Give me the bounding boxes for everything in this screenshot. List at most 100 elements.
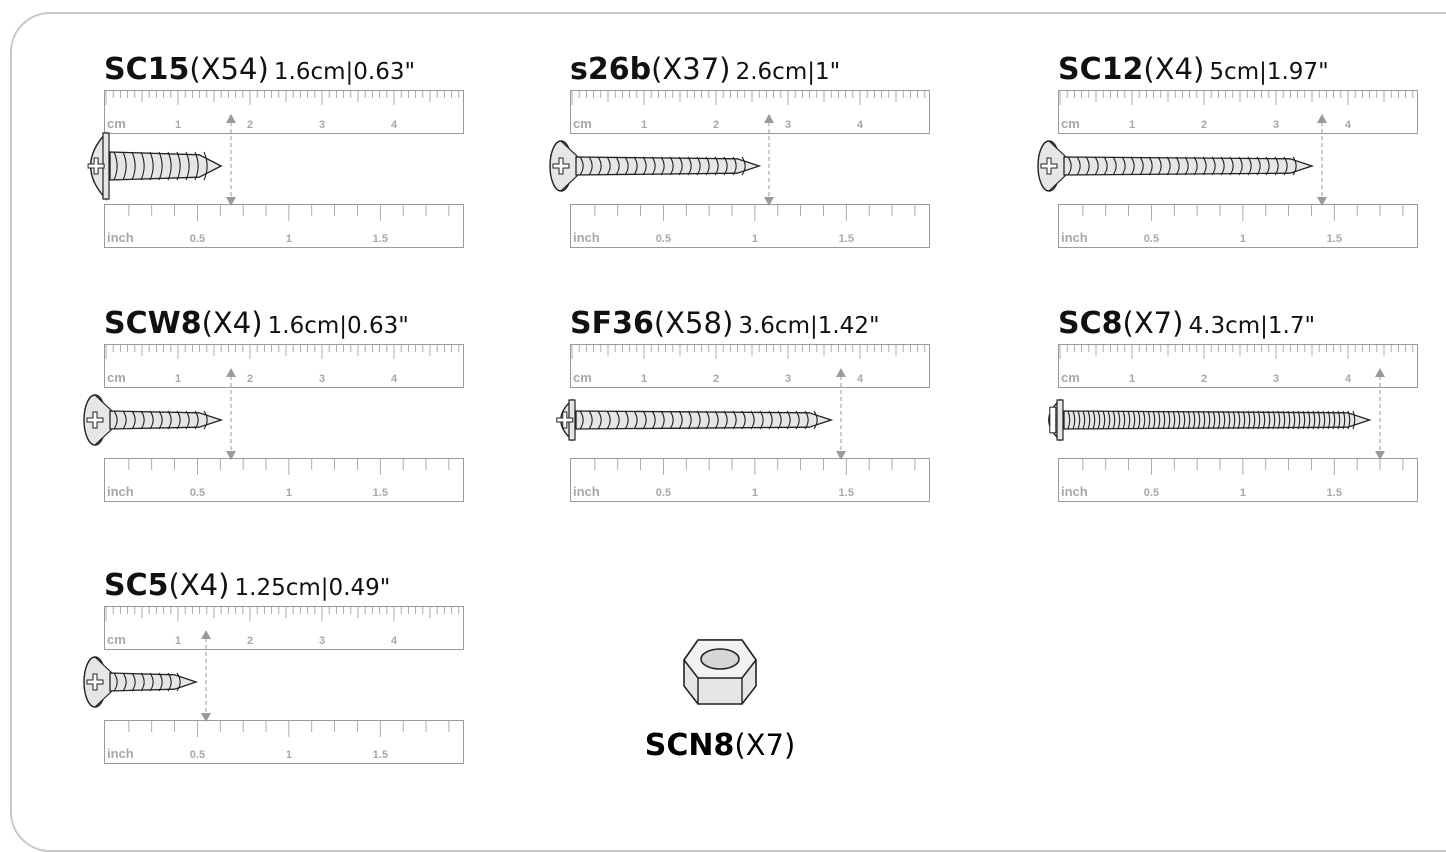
tick-label: 1 [1240, 487, 1246, 499]
screw-dimensions: 1.6cm|0.63" [273, 59, 416, 85]
tick-label: 1 [175, 635, 181, 647]
hex-nut-icon [683, 639, 757, 705]
inch-unit-label: inch [1061, 230, 1088, 245]
tick-label: 1 [641, 373, 647, 385]
screw-drawing [48, 130, 235, 206]
inch-unit-label: inch [1061, 484, 1088, 499]
screw-title: SF36(X58) 3.6cm|1.42" [570, 306, 880, 341]
cm-unit-label: cm [573, 116, 592, 131]
screw-drawing [1002, 130, 1326, 206]
tick-label: 1 [1129, 373, 1135, 385]
screw-title: SCW8(X4) 1.6cm|0.63" [104, 306, 409, 341]
screw-quantity: (X54) [189, 52, 269, 86]
tick-label: 1 [286, 487, 292, 499]
screw-code: SCW8 [104, 306, 202, 341]
length-indicator-arrow [1374, 368, 1386, 464]
screw-title: SC15(X54) 1.6cm|0.63" [104, 52, 415, 87]
screw-drawing [48, 384, 235, 460]
tick-label: 0.5 [1144, 487, 1159, 499]
inch-unit-label: inch [573, 230, 600, 245]
tick-label: 4 [1345, 119, 1352, 131]
nut-title: SCN8(X7) [640, 728, 800, 763]
nut-code: SCN8 [644, 728, 735, 763]
screw-drawing [48, 646, 210, 722]
tick-label: 4 [391, 119, 398, 131]
tick-label: 1.5 [373, 233, 388, 245]
screw-icon [87, 131, 223, 201]
screw-dimensions: 4.3cm|1.7" [1188, 313, 1316, 339]
tick-label: 0.5 [1144, 233, 1159, 245]
tick-label: 1.5 [839, 233, 854, 245]
length-indicator-arrow [225, 114, 237, 210]
screw-quantity: (X58) [653, 306, 734, 340]
tick-label: 3 [319, 119, 325, 131]
screw-title: SC8(X7) 4.3cm|1.7" [1058, 306, 1315, 341]
screw-icon [83, 394, 224, 446]
tick-label: 2 [247, 373, 253, 385]
screw-icon [83, 656, 199, 708]
screw-code: SC15 [104, 52, 190, 87]
tick-label: 1 [752, 487, 758, 499]
tick-label: 2 [247, 635, 253, 647]
screw-title: SC12(X4) 5cm|1.97" [1058, 52, 1329, 87]
tick-label: 1.5 [1327, 487, 1342, 499]
screw-quantity: (X4) [168, 568, 230, 602]
screw-dimensions: 5cm|1.97" [1209, 59, 1329, 85]
tick-label: 4 [857, 373, 864, 385]
inch-unit-label: inch [107, 230, 134, 245]
tick-label: 1 [286, 233, 292, 245]
tick-label: 1.5 [1327, 233, 1342, 245]
screw-dimensions: 2.6cm|1" [735, 59, 841, 85]
inch-ruler: inch 0.5 1 1.5 [1058, 204, 1418, 248]
tick-label: 1 [641, 119, 647, 131]
tick-label: 2 [1201, 119, 1207, 131]
nut-item: SCN8(X7) [640, 620, 800, 770]
length-indicator-arrow [763, 114, 775, 210]
tick-label: 4 [391, 635, 398, 647]
tick-label: 1 [175, 373, 181, 385]
screw-title: s26b(X37) 2.6cm|1" [570, 52, 840, 87]
cm-unit-label: cm [1061, 370, 1080, 385]
length-indicator-arrow [835, 368, 847, 464]
tick-label: 0.5 [656, 233, 671, 245]
screw-dimensions: 1.6cm|0.63" [267, 313, 409, 339]
tick-label: 0.5 [190, 487, 205, 499]
screw-code: SC12 [1058, 52, 1144, 87]
screw-dimensions: 1.25cm|0.49" [234, 575, 391, 601]
tick-label: 3 [785, 373, 791, 385]
length-indicator-arrow [1316, 114, 1328, 210]
tick-label: 1 [175, 119, 181, 131]
screw-icon [1037, 140, 1315, 192]
tick-label: 2 [247, 119, 253, 131]
screw-code: SF36 [570, 306, 654, 341]
screw-title: SC5(X4) 1.25cm|0.49" [104, 568, 390, 603]
tick-label: 2 [713, 119, 719, 131]
tick-label: 1 [1129, 119, 1135, 131]
tick-label: 4 [857, 119, 864, 131]
screw-icon [556, 398, 834, 442]
inch-unit-label: inch [107, 484, 134, 499]
cm-unit-label: cm [1061, 116, 1080, 131]
tick-label: 1 [1240, 233, 1246, 245]
tick-label: 1 [286, 749, 292, 761]
inch-unit-label: inch [107, 746, 134, 761]
tick-label: 0.5 [190, 233, 205, 245]
screw-drawing [514, 384, 845, 460]
tick-label: 2 [713, 373, 719, 385]
